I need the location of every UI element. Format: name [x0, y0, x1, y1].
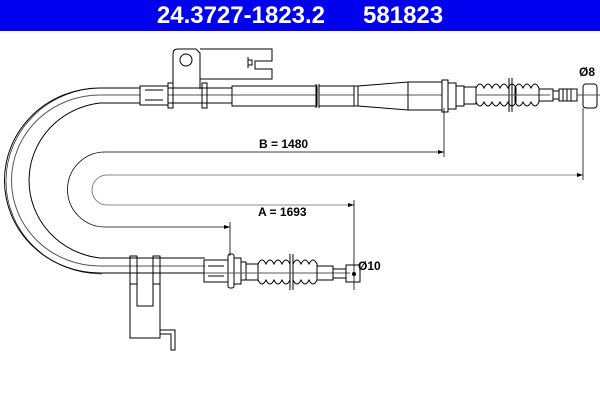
lower-cable-end — [129, 253, 361, 351]
end-nipple-8 — [582, 83, 598, 109]
dimension-lines — [67, 108, 584, 290]
upper-cable-end — [139, 48, 600, 113]
title-banner: 24.3727-1823.2 581823 — [0, 0, 600, 31]
dimension-a-label: A = 1693 — [258, 205, 307, 219]
cable-sheath — [4, 87, 140, 275]
mounting-bracket — [172, 48, 201, 89]
diameter-10-label: Ø10 — [358, 259, 381, 273]
article-number: 581823 — [363, 1, 444, 29]
part-number: 24.3727-1823.2 — [156, 1, 326, 29]
boot-bellows — [475, 83, 517, 107]
lower-bracket — [136, 284, 154, 307]
diameter-8-label: Ø8 — [579, 65, 595, 79]
end-nipple-10 — [345, 264, 361, 283]
dimension-b-label: B = 1480 — [259, 137, 308, 151]
